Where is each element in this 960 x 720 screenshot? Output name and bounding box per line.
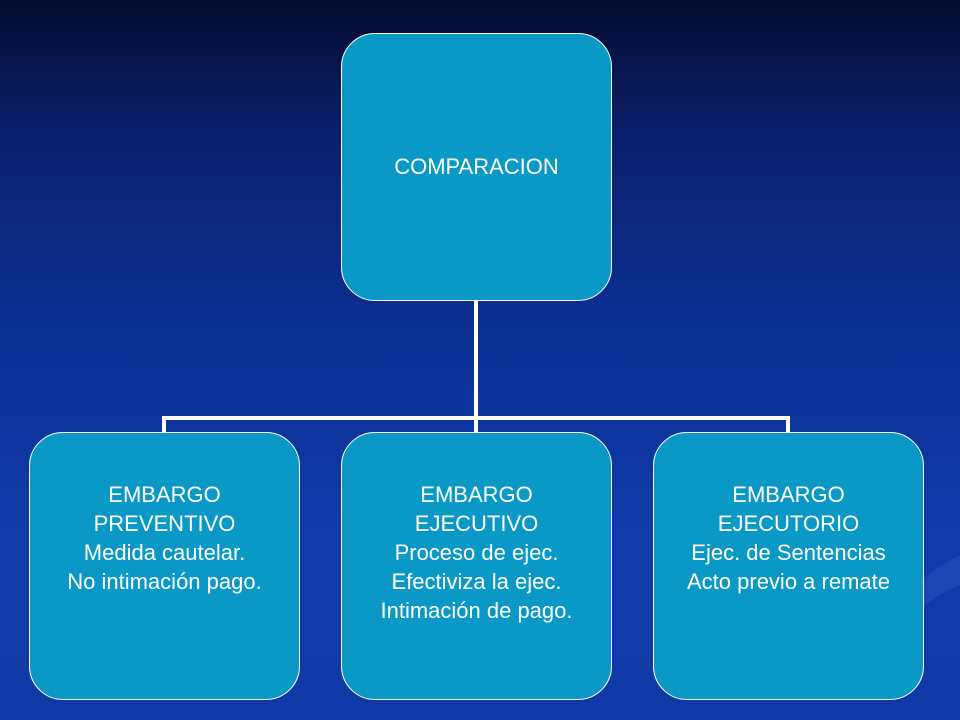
node-embargo-ejecutorio: EMBARGO EJECUTORIO Ejec. de Sentencias A… (653, 432, 924, 700)
node-line: EJECUTIVO (414, 511, 539, 536)
node-line: EMBARGO (420, 482, 533, 507)
node-embargo-preventivo: EMBARGO PREVENTIVO Medida cautelar. No i… (29, 432, 300, 700)
node-line: Ejec. de Sentencias (691, 540, 886, 565)
node-comparacion: COMPARACION (341, 33, 612, 301)
node-line: Proceso de ejec. (394, 540, 559, 565)
node-line: No intimación pago. (67, 569, 262, 594)
node-line: Intimación de pago. (380, 598, 573, 623)
node-line: Medida cautelar. (83, 540, 246, 565)
connector-drop-center (474, 416, 478, 433)
connector-drop-left (162, 416, 166, 433)
node-line: EMBARGO (732, 482, 845, 507)
node-embargo-ejecutivo: EMBARGO EJECUTIVO Proceso de ejec. Efect… (341, 432, 612, 700)
node-line: EMBARGO (108, 482, 221, 507)
node-comparacion-title: COMPARACION (394, 153, 559, 179)
node-line: EJECUTORIO (717, 511, 860, 536)
node-line: Acto previo a remate (687, 569, 890, 594)
node-line: Efectiviza la ejec. (391, 569, 562, 594)
node-line: PREVENTIVO (93, 511, 236, 536)
connector-trunk (474, 301, 478, 418)
connector-drop-right (786, 416, 790, 433)
